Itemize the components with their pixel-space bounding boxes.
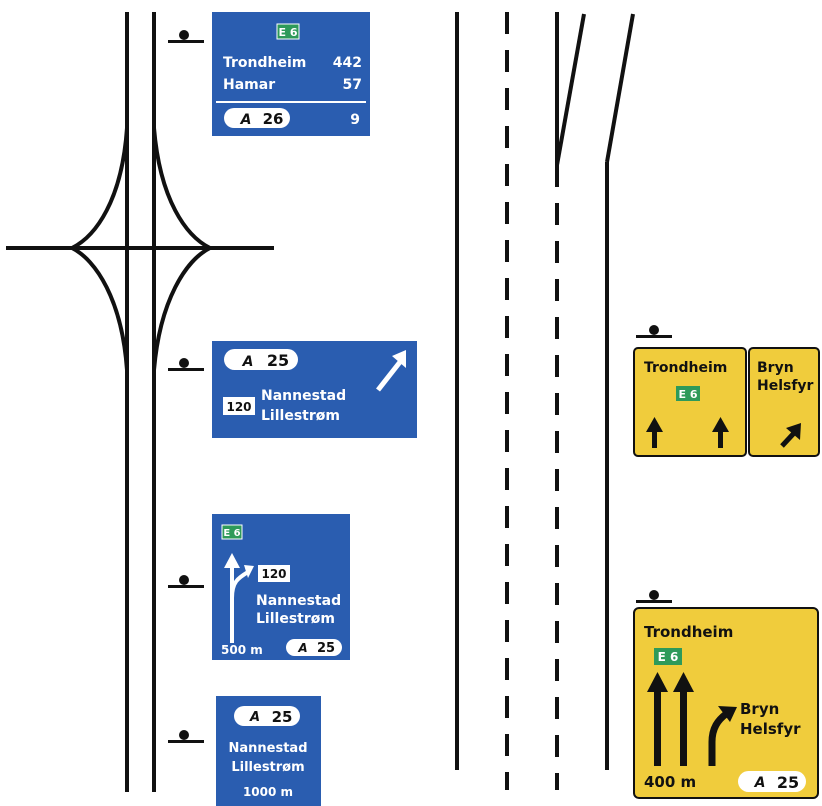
sign-1: E 6 Trondheim 442 Hamar 57 A 26 9 [212, 12, 370, 136]
sign-3-place-2: Lillestrøm [256, 611, 335, 627]
arrow-up-icon [646, 417, 663, 448]
sign-2-road-number: 25 [267, 351, 289, 370]
arrow-up-icon [712, 417, 729, 448]
sign-2-local-road: 120 [226, 400, 251, 414]
sign-3-road-badge [286, 639, 342, 656]
sign-6-road-number: 25 [777, 773, 799, 792]
sign-post-markers-right [636, 325, 672, 603]
sign-4-road-symbol: A [249, 710, 260, 725]
exit-ramp-inner [555, 13, 586, 166]
arrow-up-icon [673, 672, 694, 766]
sign-5-right-place-1: Bryn [757, 360, 794, 376]
sign-1-road-distance: 9 [350, 112, 360, 128]
sign-1-road-badge [224, 108, 290, 128]
sign-3: E 6 120 Nannestad Lillestrøm 500 m A 25 [212, 514, 350, 660]
sign-6-place: Trondheim [644, 623, 733, 641]
sign-post-marker-1 [168, 30, 204, 43]
ramp-lower-right [152, 246, 211, 371]
sign-2-place-2: Lillestrøm [261, 408, 340, 424]
sign-3-local-road: 120 [261, 567, 286, 581]
ramp-upper-left [71, 127, 129, 250]
sign-5-right-place-2: Helsfyr [757, 378, 814, 394]
sign-1-road-symbol: A [240, 112, 252, 128]
sign-4-place-1: Nannestad [228, 741, 307, 756]
sign-4-place-2: Lillestrøm [231, 760, 304, 775]
sign-1-road-number: 26 [263, 110, 284, 128]
sign-2: A 25 120 Nannestad Lillestrøm [212, 341, 417, 438]
sign-6-distance: 400 m [644, 773, 696, 791]
sign-2-place-1: Nannestad [261, 388, 346, 404]
ramp-upper-right [152, 127, 211, 250]
arrow-up-right-icon [780, 423, 801, 448]
curved-exit-arrow-icon [708, 706, 737, 766]
sign-post-marker-6 [636, 590, 672, 603]
sign-5: Trondheim E 6 Bryn Helsfyr [633, 347, 820, 457]
straight-arrowhead [224, 553, 240, 568]
sign-3-local-road-box [258, 565, 290, 582]
sign-3-road-symbol: A [297, 641, 307, 655]
sign-2-local-road-box [223, 397, 255, 415]
sign-2-road-badge [224, 349, 298, 370]
sign-3-distance: 500 m [221, 643, 263, 657]
ramp-lower-left [71, 246, 129, 371]
sign-6-exit-place-1: Bryn [740, 700, 779, 718]
sign-1-distance-1: 442 [333, 55, 362, 71]
sign-post-marker-3 [168, 575, 204, 588]
sign-1-distance-2: 57 [343, 77, 362, 93]
sign-1-route: E 6 [279, 26, 298, 39]
sign-2-road-symbol: A [242, 354, 254, 370]
sign-6-exit-place-2: Helsfyr [740, 720, 801, 738]
sign-6-road-symbol: A [754, 775, 766, 791]
split-arrow-icon [230, 566, 250, 643]
arrow-up-right-icon [376, 350, 406, 392]
sign-6-route: E 6 [658, 650, 679, 664]
sign-4-road-badge [234, 706, 300, 726]
sign-1-place-1: Trondheim [223, 55, 306, 71]
sign-post-marker-2 [168, 358, 204, 371]
sign-4-road-number: 25 [272, 708, 293, 726]
sign-5-route: E 6 [679, 388, 698, 401]
sign-6: Trondheim E 6 Bryn Helsfyr 400 m A 25 [633, 607, 819, 799]
sign-4: A 25 Nannestad Lillestrøm 1000 m [216, 696, 321, 806]
sign-3-road-number: 25 [317, 641, 335, 656]
arrow-up-icon [647, 672, 668, 766]
sign-5-right-panel [748, 347, 820, 457]
exit-ramp-outer [605, 13, 635, 163]
sign-post-marker-5 [636, 325, 672, 338]
sign-3-route: E 6 [223, 528, 240, 539]
sign-3-place-1: Nannestad [256, 593, 341, 609]
right-road [455, 12, 635, 790]
sign-post-marker-4 [168, 730, 204, 743]
left-road [6, 12, 274, 792]
sign-6-road-badge [738, 771, 806, 792]
exit-arrowhead [244, 565, 254, 578]
sign-post-markers-left [168, 30, 204, 743]
sign-5-left-place: Trondheim [644, 360, 727, 376]
sign-4-distance: 1000 m [243, 785, 293, 799]
sign-1-place-2: Hamar [223, 77, 275, 93]
